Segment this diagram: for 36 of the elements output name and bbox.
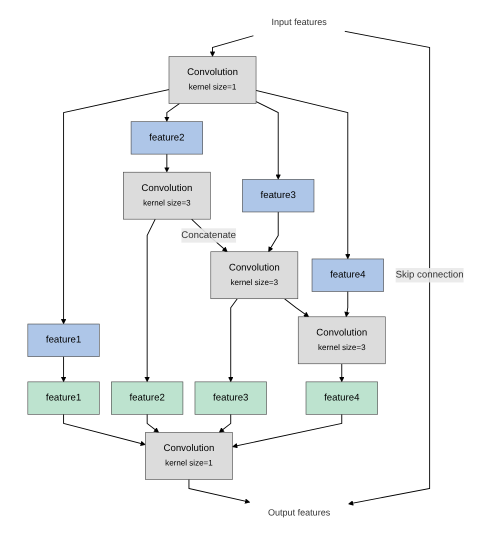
arrow [144, 218, 156, 382]
arrow [284, 298, 310, 318]
node-box: Convolution kernel size=3 [210, 251, 298, 300]
node-text: Input features [272, 17, 327, 28]
node-box: Convolution kernel size=1 [145, 432, 234, 480]
node-box: feature2 [131, 121, 204, 154]
arrow [256, 101, 282, 180]
node-box: Convolution kernel size=3 [298, 316, 386, 364]
node-box: feature1 [28, 382, 100, 415]
arrow [232, 414, 342, 448]
arrow [344, 30, 430, 506]
node-box: Convolution kernel size=3 [123, 172, 211, 220]
arrow [228, 298, 238, 382]
edge-label: Skip connection [396, 270, 464, 280]
node-box: feature3 [194, 382, 268, 415]
arrow [164, 154, 170, 172]
arrow [268, 212, 279, 252]
node-box: feature3 [242, 179, 315, 212]
arrow [146, 414, 160, 433]
edge-label: Concatenate [182, 230, 236, 240]
arrow [188, 479, 250, 504]
node-text: Output features [268, 508, 331, 518]
arrow [210, 35, 254, 57]
node-box: Convolution kernel size=1 [168, 56, 257, 104]
arrow [344, 291, 350, 318]
arrow [61, 89, 170, 324]
arrow [219, 414, 232, 433]
arrow [256, 90, 351, 260]
arrow [164, 103, 180, 122]
arrow [339, 363, 345, 382]
node-box: feature1 [28, 324, 100, 357]
arrow [63, 414, 146, 446]
node-box: feature4 [306, 382, 378, 415]
arrow [61, 356, 66, 382]
node-box: feature4 [312, 258, 384, 292]
node-box: feature2 [111, 382, 184, 415]
